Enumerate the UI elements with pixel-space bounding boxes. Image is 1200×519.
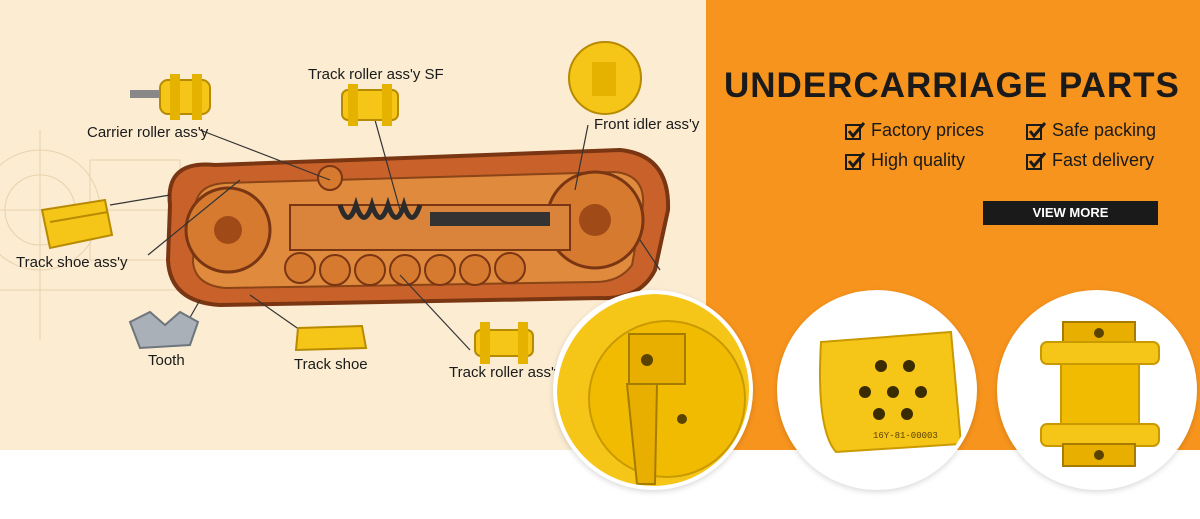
track-rollers [284,252,526,286]
label-track-roller: Track roller ass'y [449,364,562,381]
checkbox-check-icon [1026,121,1047,140]
part-stamp: 16Y-81-00003 [873,431,938,441]
front-idler-thumbnail [568,41,642,115]
label-track-shoe-assy: Track shoe ass'y [16,254,128,271]
idler-wheel-image [557,294,749,486]
checkbox-check-icon [845,151,866,170]
feature-label: Safe packing [1052,120,1157,140]
label-front-idler: Front idler ass'y [594,116,700,133]
label-track-roller-sf: Track roller ass'y SF [308,66,444,83]
track-shoe-plate-image: 16Y-81-00003 [781,294,973,486]
cylinder-rod [430,212,550,226]
label-track-shoe: Track shoe [294,356,368,373]
feature-item: Fast delivery [1026,150,1154,171]
product-track-roller-circle[interactable] [997,290,1197,490]
checkbox-check-icon [845,121,866,140]
pointer-lines [109,119,661,351]
carrier-roller-thumbnail [130,74,211,120]
feature-item: Factory prices [845,120,984,141]
view-more-button[interactable]: VIEW MORE [983,201,1158,225]
feature-item: Safe packing [1026,120,1156,141]
promo-headline: UNDERCARRIAGE PARTS [724,66,1180,105]
diagram-panel: Carrier roller ass'y Track roller ass'y … [0,0,706,450]
track-frame [289,204,571,251]
track-roller-image [1001,294,1193,486]
feature-label: High quality [871,150,966,170]
feature-label: Factory prices [871,120,985,140]
label-carrier-roller: Carrier roller ass'y [87,124,209,141]
tooth-thumbnail [128,310,200,350]
recoil-spring [337,196,423,220]
feature-label: Fast delivery [1052,150,1155,170]
undercarriage-diagram [40,41,671,364]
product-idler-circle[interactable] [553,290,753,490]
track-roller-thumbnail [474,322,534,364]
feature-item: High quality [845,150,965,171]
track-roller-sf-thumbnail [341,84,399,126]
checkbox-check-icon [1026,151,1047,170]
track-shoe-thumbnail [294,324,368,352]
track-shoe-assy-thumbnail [40,198,114,250]
product-track-shoe-circle[interactable]: 16Y-81-00003 [777,290,977,490]
label-tooth: Tooth [148,352,185,369]
carrier-roller-on-track [317,165,343,191]
